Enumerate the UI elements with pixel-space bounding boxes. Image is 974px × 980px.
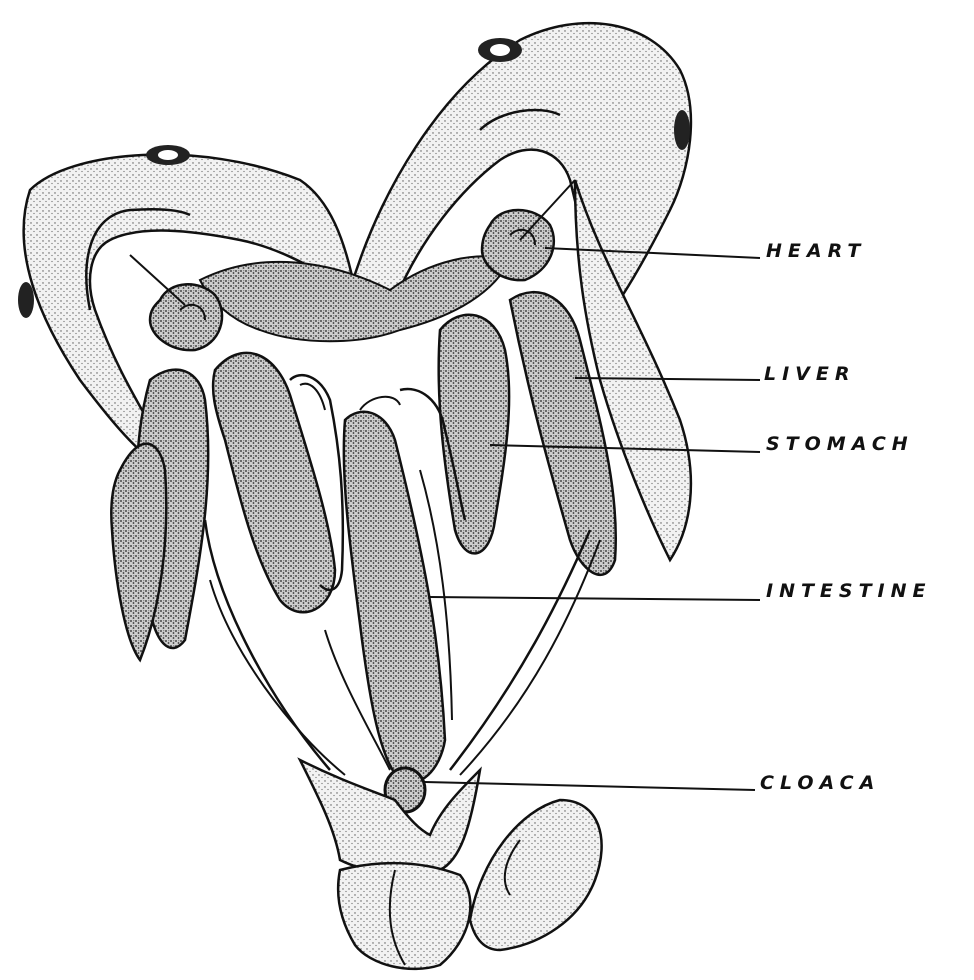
cloaca-label: CLOACA bbox=[760, 772, 880, 794]
intestine bbox=[344, 412, 445, 783]
fold-spot bbox=[674, 110, 690, 150]
right-stomach bbox=[439, 315, 509, 554]
right-heart bbox=[482, 210, 554, 280]
fold-spot bbox=[158, 150, 178, 160]
left-heart bbox=[150, 284, 222, 350]
fold-spot bbox=[490, 44, 510, 56]
liver-label: LIVER bbox=[764, 363, 856, 385]
fold-spot bbox=[18, 282, 34, 318]
bottom-lobes bbox=[338, 863, 470, 969]
heart-label: HEART bbox=[766, 240, 866, 262]
intestine-label: INTESTINE bbox=[766, 580, 932, 602]
curled-tail bbox=[470, 800, 602, 950]
stomach-label: STOMACH bbox=[766, 433, 914, 455]
intestine-leader bbox=[430, 597, 760, 600]
